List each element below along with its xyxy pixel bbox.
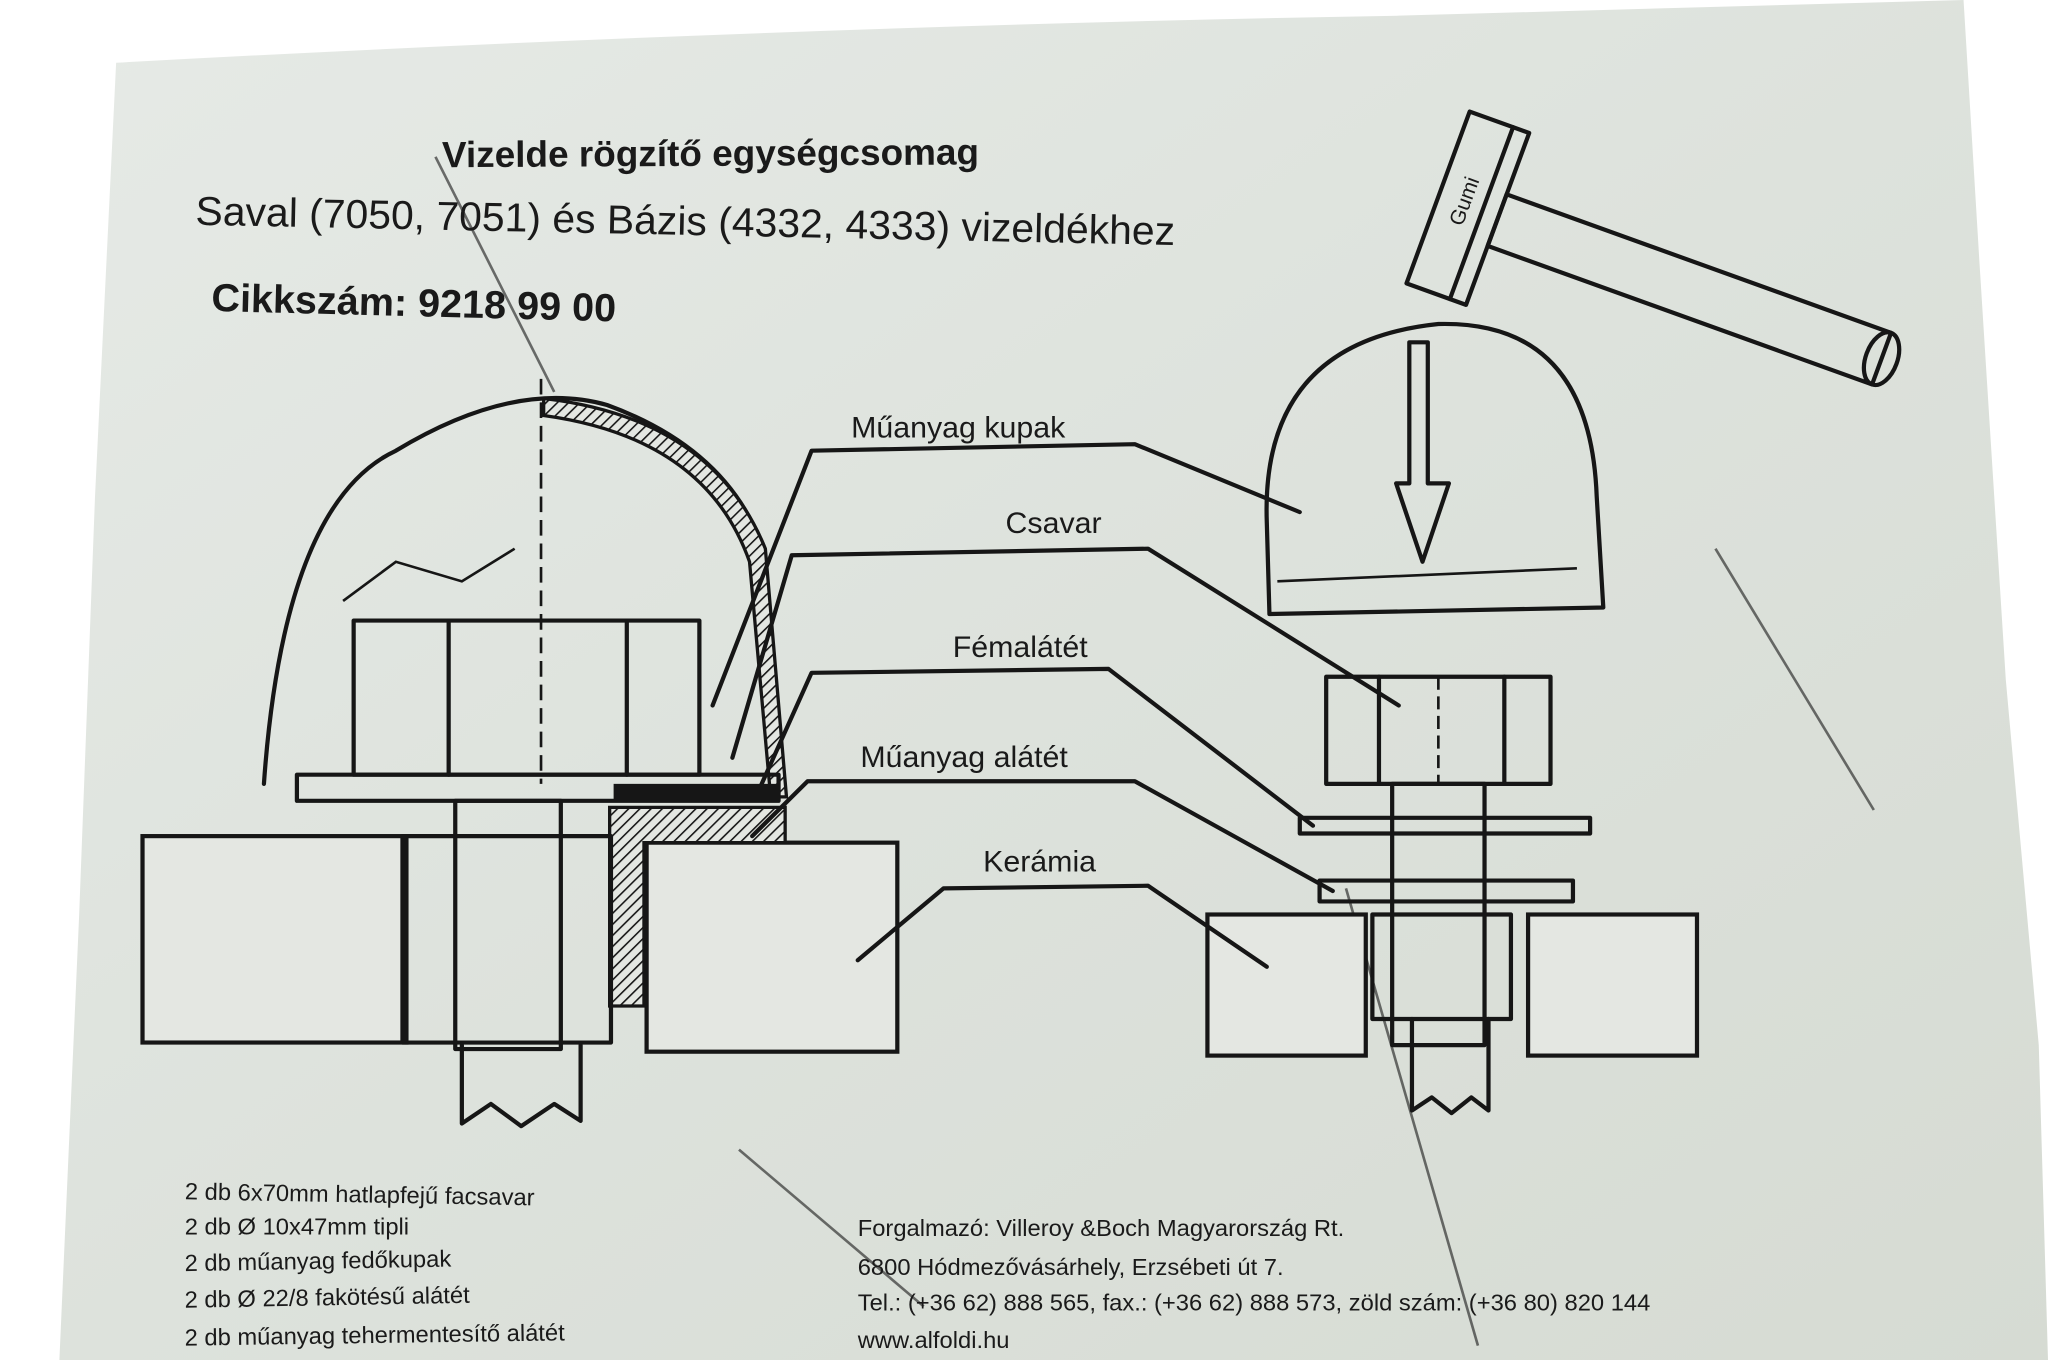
title: Vizelde rögzítő egységcsomag — [442, 132, 979, 176]
list-item: 2 db műanyag fedőkupak — [184, 1247, 451, 1277]
contents-list: 2 db 6x70mm hatlapfejű facsavar 2 db Ø 1… — [184, 1179, 565, 1351]
distributor-address: 6800 Hódmezővásárhely, Erzsébeti út 7. — [858, 1255, 1284, 1281]
callout-metal-washer: Fémalátét — [953, 631, 1089, 664]
list-item: 2 db 6x70mm hatlapfejű facsavar — [185, 1179, 535, 1211]
list-item: 2 db műanyag tehermentesítő alátét — [184, 1320, 565, 1351]
plastic-cap-shape — [1264, 321, 1606, 617]
list-item: 2 db Ø 10x47mm tipli — [185, 1215, 409, 1241]
distributor-info: Forgalmazó: Villeroy &Boch Magyarország … — [857, 1216, 1651, 1354]
left-cross-section — [140, 378, 900, 1129]
callout-lines — [710, 442, 1401, 969]
article-number: Cikkszám: 9218 99 00 — [211, 276, 617, 330]
callout-screw: Csavar — [1006, 507, 1102, 540]
paper-creases — [434, 156, 1875, 1346]
callout-plastic-cap: Műanyag kupak — [851, 412, 1066, 445]
callout-ceramic: Kerámia — [983, 846, 1096, 879]
right-bolt-assembly — [1205, 674, 1700, 1116]
list-item: 2 db Ø 22/8 fakötésű alátét — [184, 1283, 470, 1314]
distributor-name: Forgalmazó: Villeroy &Boch Magyarország … — [858, 1216, 1344, 1242]
distributor-website: www.alfoldi.hu — [857, 1328, 1010, 1354]
down-arrow-icon — [1394, 340, 1452, 564]
distributor-phone: Tel.: (+36 62) 888 565, fax.: (+36 62) 8… — [858, 1290, 1651, 1316]
callout-plastic-washer: Műanyag alátét — [860, 741, 1068, 774]
